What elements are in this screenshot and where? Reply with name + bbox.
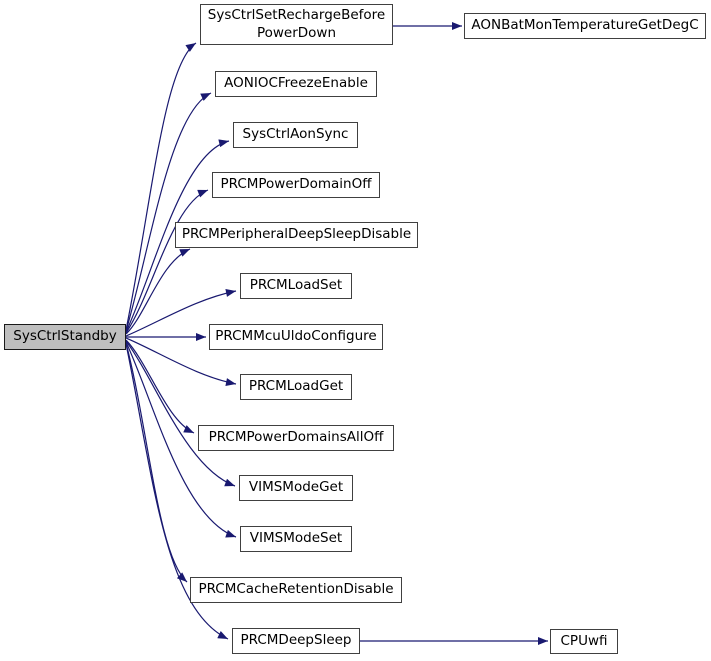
node-vimsmodeset[interactable]: VIMSModeSet xyxy=(240,526,352,552)
edge-sysctrlstandby-to-vimsmodeset xyxy=(125,341,237,538)
edge-sysctrlstandby-to-aoniocfreezeenable xyxy=(125,92,212,332)
node-label: PRCMPowerDomainsAllOff xyxy=(208,429,384,446)
node-label: AONIOCFreezeEnable xyxy=(224,75,368,92)
node-label: PRCMCacheRetentionDisable xyxy=(198,581,394,598)
node-label: VIMSModeSet xyxy=(249,530,343,547)
node-cpuwfi[interactable]: CPUwfi xyxy=(550,629,618,654)
edge-sysctrlstandby-to-prcmperipheraldeepsleepdisable xyxy=(125,248,191,335)
edge-sysctrlstandby-to-vimsmodeget xyxy=(125,340,236,487)
node-prcmmcuuldoconfigure[interactable]: PRCMMcuUldoConfigure xyxy=(209,324,383,350)
node-label: PRCMLoadGet xyxy=(248,378,344,395)
node-sysctrlstandby: SysCtrlStandby xyxy=(4,324,126,350)
node-aonbatmontemperaturegetdegc[interactable]: AONBatMonTemperatureGetDegC xyxy=(464,13,706,39)
node-prcmloadget[interactable]: PRCMLoadGet xyxy=(240,374,352,400)
node-label-line2: PowerDown xyxy=(256,24,337,41)
node-label: AONBatMonTemperatureGetDegC xyxy=(471,17,699,34)
node-label: PRCMPowerDomainOff xyxy=(220,176,372,193)
node-sysctrlaonsync[interactable]: SysCtrlAonSync xyxy=(233,122,358,148)
edge-sysctrlstandby-to-prcmpowerdomainsalloff xyxy=(125,339,195,434)
node-prcmperipheraldeepsleepdisable[interactable]: PRCMPeripheralDeepSleepDisable xyxy=(175,222,418,248)
node-label: PRCMDeepSleep xyxy=(240,632,352,649)
node-prcmpowerdomainoff[interactable]: PRCMPowerDomainOff xyxy=(212,172,380,198)
node-label: PRCMPeripheralDeepSleepDisable xyxy=(181,226,412,243)
node-prcmdeepsleep[interactable]: PRCMDeepSleep xyxy=(232,628,360,654)
node-prcmloadset[interactable]: PRCMLoadSet xyxy=(240,273,352,299)
node-label-line1: SysCtrlSetRechargeBefore xyxy=(207,7,386,24)
node-label: CPUwfi xyxy=(560,632,608,649)
edge-sysctrlstandby-to-prcmloadset xyxy=(125,289,237,337)
node-vimsmodeget[interactable]: VIMSModeGet xyxy=(239,475,353,501)
node-prcmpowerdomainsalloff[interactable]: PRCMPowerDomainsAllOff xyxy=(198,425,394,451)
edge-sysctrlstandby-to-sysctrlaonsync xyxy=(125,139,230,333)
node-label: PRCMMcuUldoConfigure xyxy=(215,328,377,345)
edge-sysctrlstandby-to-prcmcacheretentiondisable xyxy=(125,342,188,583)
node-label: VIMSModeGet xyxy=(248,479,344,496)
node-label: PRCMLoadSet xyxy=(249,277,343,294)
node-label: SysCtrlAonSync xyxy=(242,126,349,143)
node-prcmcacheretentiondisable[interactable]: PRCMCacheRetentionDisable xyxy=(190,577,402,603)
node-aoniocfreezeenable[interactable]: AONIOCFreezeEnable xyxy=(215,71,377,97)
edge-sysctrlstandby-to-prcmdeepsleep xyxy=(125,343,229,640)
node-sysctrlsetrechargebeforepowerdown[interactable]: SysCtrlSetRechargeBefore PowerDown xyxy=(200,4,393,45)
edge-sysctrlstandby-to-sysctrlsetrechargebeforepowerdown xyxy=(125,42,197,331)
node-label: SysCtrlStandby xyxy=(13,328,117,345)
edge-sysctrlstandby-to-prcmpowerdomainoff xyxy=(125,189,209,334)
edge-sysctrlstandby-to-prcmloadget xyxy=(125,337,237,386)
